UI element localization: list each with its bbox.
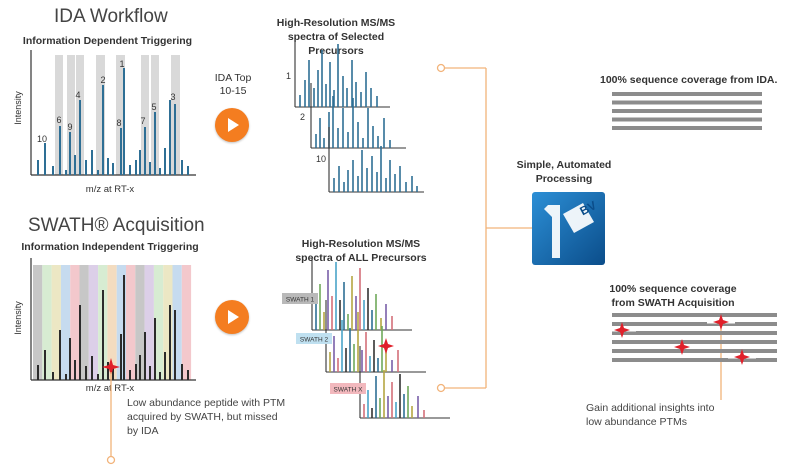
swath-window-column (70, 265, 80, 380)
connector-dot-bottom (436, 383, 446, 393)
ida-peak-label: 10 (37, 134, 47, 144)
ptm-star-icon (734, 349, 750, 365)
coverage-swath-bar (612, 349, 777, 353)
ptm-star-icon (102, 358, 120, 376)
ida-peak-label: 6 (56, 115, 61, 125)
swath-window-tag-1 (282, 293, 318, 304)
swath-window-column (33, 265, 43, 380)
ida-ylabel: Intensity (13, 91, 23, 125)
coverage-ida-bar (612, 109, 762, 113)
ida-peak-label: 2 (100, 75, 105, 85)
swath-window-column (135, 265, 145, 380)
ida-highlight-column (55, 55, 63, 175)
swath-window-column (126, 265, 136, 380)
ida-stack-label-1: 1 (286, 71, 291, 81)
note-insights: Gain additional insights into low abunda… (586, 402, 715, 428)
swath-window-column (181, 265, 192, 380)
coverage-ida-bar (612, 117, 762, 122)
ida-xlabel: m/z at RT-x (85, 184, 135, 195)
swath-window-tag-2 (296, 333, 332, 344)
swath-window-column (60, 265, 71, 380)
ida-peak-label: 8 (116, 118, 121, 128)
bv-logo-icon: BV (532, 192, 605, 265)
connector-lines (110, 67, 722, 460)
coverage-ida-bar (612, 92, 762, 96)
ida-play-icon (215, 108, 249, 142)
swath-window-tag-x (330, 383, 366, 394)
swath-chart (30, 258, 196, 381)
ida-highlight-column (116, 55, 125, 175)
ida-spectra-stack (294, 42, 424, 193)
coverage-swath-bar (612, 313, 777, 317)
ida-highlight-column (67, 55, 75, 175)
coverage-swath-bar (612, 358, 777, 362)
coverage-swath-bar (612, 340, 777, 344)
swath-xlabel: m/z at RT-x (85, 383, 135, 394)
swath-spectra-stack (311, 258, 450, 419)
swath-window-column (88, 265, 99, 380)
bv-logo-text: BV (577, 198, 598, 218)
swath-ylabel: Intensity (13, 301, 23, 335)
swath-window-column (172, 265, 182, 380)
ida-subtitle: Information Dependent Triggering (22, 35, 193, 47)
swath-window-column (79, 265, 89, 380)
coverage-swath-label: 100% sequence coverage from SWATH Acquis… (609, 283, 737, 309)
ida-peak-label: 1 (119, 59, 124, 69)
coverage-ida-bars (612, 92, 762, 130)
ida-step-label: IDA Top 10-15 (214, 72, 252, 97)
coverage-swath-bars (608, 313, 777, 365)
coverage-swath-bar (612, 331, 777, 335)
swath-play-icon (215, 300, 249, 334)
ida-title: IDA Workflow (54, 6, 168, 27)
connector-dot-top (436, 63, 446, 73)
ida-peak-label: 3 (170, 92, 175, 102)
swath-window-column (51, 265, 61, 380)
swath-window-label-x: SWATH X (334, 387, 364, 394)
swath-window-column (42, 265, 52, 380)
ida-peak-label: 7 (140, 116, 145, 126)
coverage-swath-bar (612, 322, 777, 326)
ida-peak-label: 9 (67, 122, 72, 132)
ida-peak-label: 4 (75, 90, 80, 100)
swath-window-column (116, 265, 126, 380)
ptm-star-icon (674, 339, 690, 355)
swath-window-column (153, 265, 164, 380)
swath-window-column (107, 265, 117, 380)
ida-stack-label-10: 10 (316, 154, 326, 164)
swath-subtitle: Information Independent Triggering (21, 241, 199, 253)
swath-window-label-1: SWATH 1 (286, 297, 315, 304)
coverage-ida-bar (612, 126, 762, 130)
ida-highlight-column (96, 55, 105, 175)
processing-label: Simple, Automated Processing (516, 159, 612, 185)
ida-stack-label-2: 2 (300, 112, 305, 122)
note-low-abundance: Low abundance peptide with PTM acquired … (127, 397, 286, 437)
ida-peak-label: 5 (151, 102, 156, 112)
coverage-ida-bar (612, 100, 762, 105)
connector-dot-note (106, 455, 116, 465)
ida-chart: 10 69 4 2 1 8 75 3 (30, 50, 196, 176)
ida-highlight-column (141, 55, 149, 175)
swath-spectra-title: High-Resolution MS/MS spectra of ALL Pre… (295, 238, 427, 264)
swath-window-column (144, 265, 154, 380)
ptm-star-icon (378, 338, 394, 354)
ptm-star-icon (713, 314, 729, 330)
swath-window-column (163, 265, 173, 380)
swath-window-label-2: SWATH 2 (300, 337, 329, 344)
coverage-ida-label: 100% sequence coverage from IDA. (600, 74, 778, 86)
ptm-star-icon (614, 322, 630, 338)
swath-title: SWATH® Acquisition (28, 215, 205, 236)
